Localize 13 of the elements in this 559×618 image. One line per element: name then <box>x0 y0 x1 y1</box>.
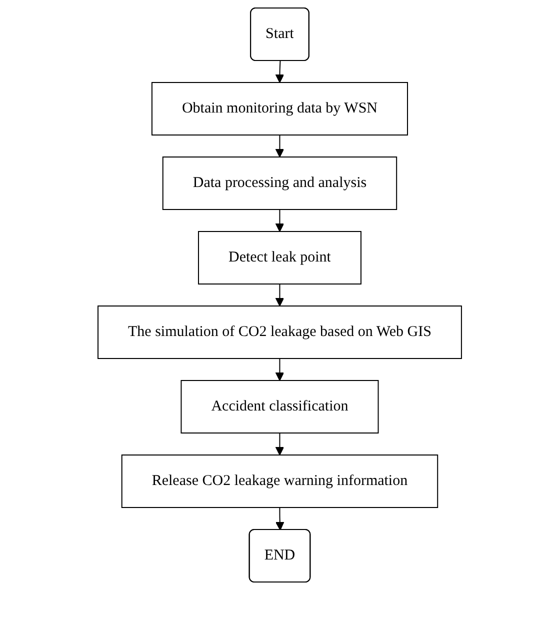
arrow <box>275 134 284 158</box>
arrow <box>275 432 284 456</box>
node-box: Accident classification <box>180 380 378 434</box>
node-box: The simulation of CO2 leakage based on Web GIS <box>97 306 462 359</box>
arrow <box>275 60 284 83</box>
arrow <box>275 209 284 232</box>
arrow <box>275 284 284 306</box>
arrow <box>275 507 284 530</box>
node-box: Release CO2 leakage warning information <box>121 454 438 508</box>
node-box: Data processing and analysis <box>162 156 397 210</box>
arrow <box>275 358 284 381</box>
node-box: Detect leak point <box>198 231 362 284</box>
node-box: Obtain monitoring data by WSN <box>151 82 408 136</box>
